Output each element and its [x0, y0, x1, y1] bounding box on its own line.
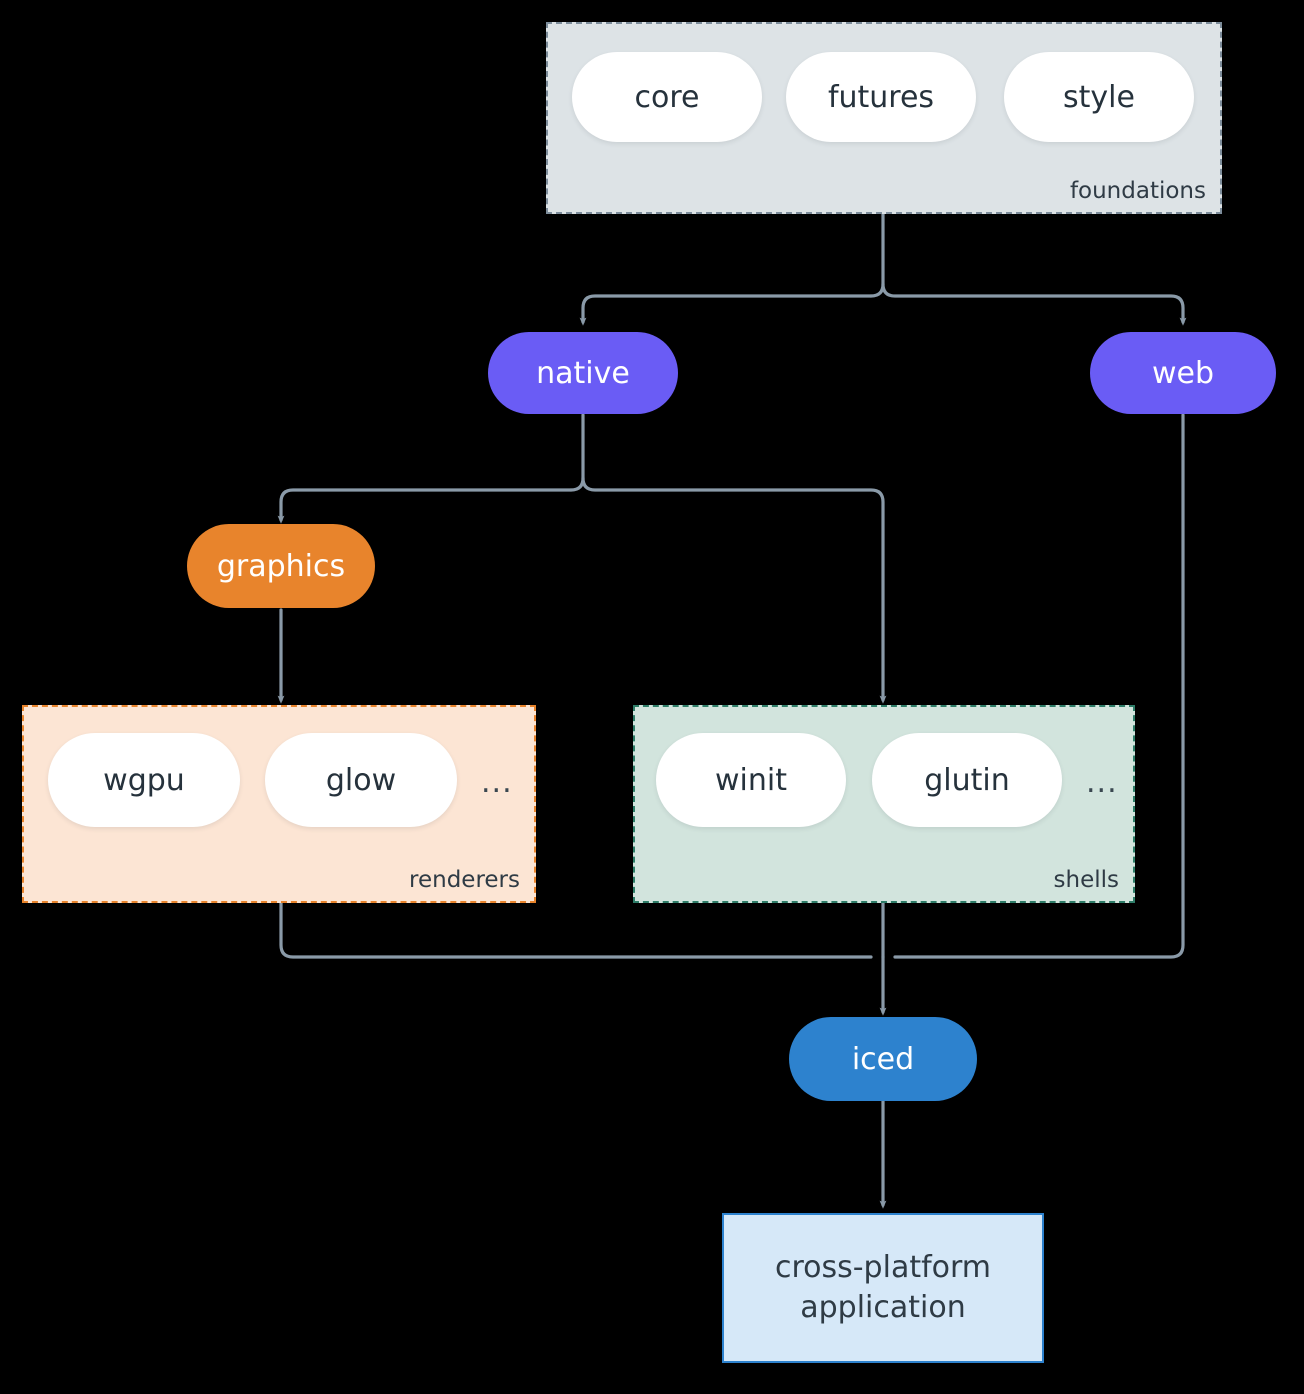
- node-native-label: native: [536, 355, 630, 391]
- node-glutin[interactable]: glutin: [872, 733, 1062, 827]
- node-style-label: style: [1063, 79, 1135, 115]
- shells-more-label: ...: [1086, 765, 1118, 800]
- node-futures-label: futures: [827, 79, 935, 115]
- node-core-label: core: [634, 79, 700, 115]
- cluster-renderers-label: renderers: [409, 867, 520, 893]
- cluster-foundations-label: foundations: [1069, 178, 1206, 204]
- application-label-line2: application: [800, 1290, 966, 1325]
- node-cross-platform-application[interactable]: cross-platform application: [722, 1213, 1044, 1363]
- node-winit-label: winit: [715, 762, 787, 798]
- node-glutin-label: glutin: [924, 762, 1010, 798]
- node-glow-label: glow: [325, 762, 397, 798]
- renderers-more-indicator: ...: [481, 765, 513, 800]
- edge-renderers-to-iced: [279, 901, 873, 959]
- node-iced-label: iced: [851, 1041, 915, 1077]
- node-graphics[interactable]: graphics: [187, 524, 375, 608]
- node-native[interactable]: native: [488, 332, 678, 414]
- node-iced[interactable]: iced: [789, 1017, 977, 1101]
- node-wgpu-label: wgpu: [103, 762, 185, 798]
- shells-more-indicator: ...: [1086, 765, 1118, 800]
- node-style[interactable]: style: [1004, 52, 1194, 142]
- renderers-more-label: ...: [481, 765, 513, 800]
- cluster-shells-label: shells: [1053, 867, 1119, 893]
- node-wgpu[interactable]: wgpu: [48, 733, 240, 827]
- node-futures[interactable]: futures: [786, 52, 976, 142]
- edge-native-to-graphics: [277, 488, 573, 524]
- edge-foundations-bus-left: [579, 294, 873, 326]
- application-label-line1: cross-platform: [774, 1249, 992, 1285]
- node-winit[interactable]: winit: [656, 733, 846, 827]
- edge-native-to-shells: [581, 476, 887, 704]
- node-web-label: web: [1151, 355, 1215, 391]
- edge-foundations-stem: [869, 212, 885, 298]
- edge-foundations-bus-right: [881, 282, 1187, 326]
- edge-native-stem: [569, 413, 585, 492]
- node-glow[interactable]: glow: [265, 733, 457, 827]
- node-web[interactable]: web: [1090, 332, 1276, 414]
- node-graphics-label: graphics: [216, 548, 346, 584]
- node-core[interactable]: core: [572, 52, 762, 142]
